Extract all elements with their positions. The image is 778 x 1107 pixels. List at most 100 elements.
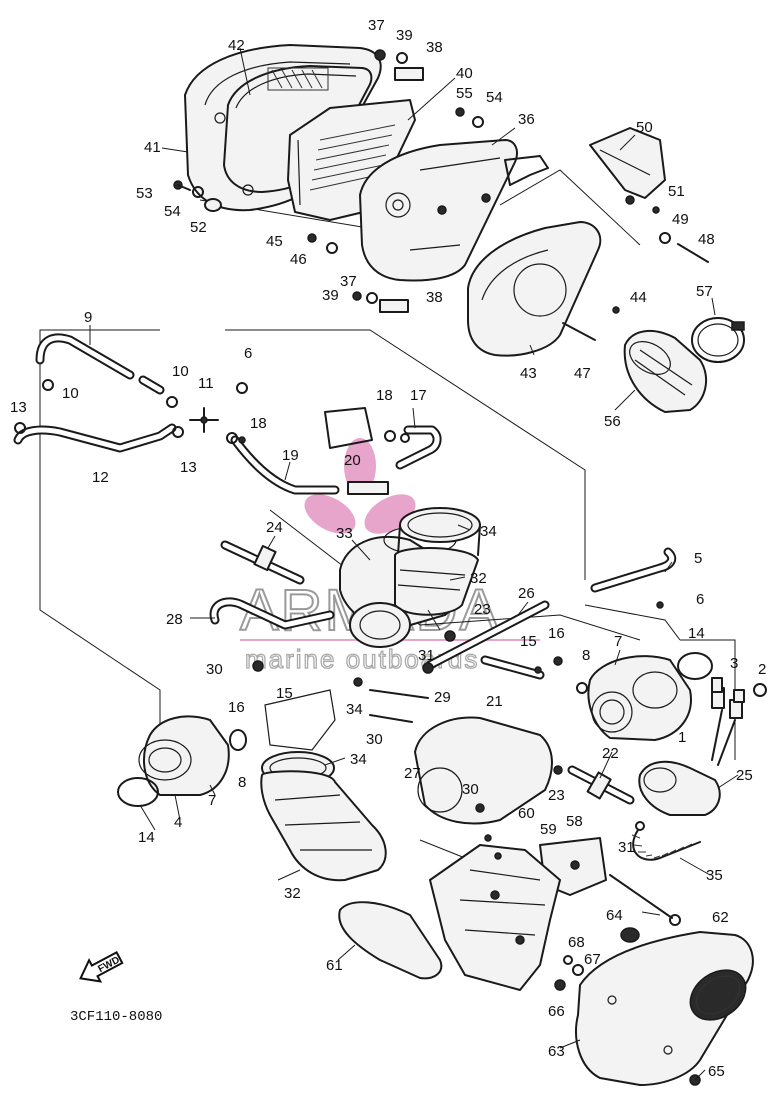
callout-7a: 7: [614, 633, 622, 650]
callout-58: 58: [566, 813, 583, 830]
callout-21: 21: [486, 693, 503, 710]
callout-56: 56: [604, 413, 621, 430]
coil-hose-35: [631, 829, 701, 861]
fuel-filter-20: [347, 481, 389, 495]
drawing-code: 3CF110-8080: [70, 1009, 162, 1025]
manifold-61: [338, 901, 443, 980]
cover-50: [589, 127, 666, 199]
callout-47: 47: [574, 365, 591, 382]
callout-7b: 7: [208, 792, 216, 809]
callout-5: 5: [694, 550, 702, 567]
callout-34b: 34: [346, 701, 363, 718]
callout-14a: 14: [688, 625, 705, 642]
callout-53: 53: [136, 185, 153, 202]
callout-18b: 18: [250, 415, 267, 432]
callout-8a: 8: [582, 647, 590, 664]
callout-59: 59: [540, 821, 557, 838]
callout-33: 33: [336, 525, 353, 542]
callout-55: 55: [456, 85, 473, 102]
callout-65: 65: [708, 1063, 725, 1080]
callout-4: 4: [174, 814, 182, 831]
callout-39b: 39: [322, 287, 339, 304]
ring-8-left: [229, 729, 247, 751]
unit-25: [638, 687, 743, 816]
callout-23b: 23: [548, 787, 565, 804]
callout-31a: 31: [418, 647, 435, 664]
callout-32b: 32: [284, 885, 301, 902]
callout-38b: 38: [426, 289, 443, 306]
callout-16b: 16: [228, 699, 245, 716]
callout-62: 62: [712, 909, 729, 926]
duct-56: [623, 329, 708, 413]
callout-6a: 6: [244, 345, 252, 362]
front-arrow-label: FWD: [96, 955, 121, 975]
callout-14b: 14: [138, 829, 155, 846]
callout-52: 52: [190, 219, 207, 236]
callout-27: 27: [404, 765, 421, 782]
carburetor-7: [587, 655, 692, 741]
callout-40: 40: [456, 65, 473, 82]
carb-joint-23: [349, 602, 411, 648]
callout-26: 26: [518, 585, 535, 602]
callout-24: 24: [266, 519, 283, 536]
callout-10a: 10: [62, 385, 79, 402]
ring-14-right: [677, 652, 713, 680]
callout-34c: 34: [350, 751, 367, 768]
callout-2: 2: [758, 661, 766, 678]
side-cover-63: [575, 931, 754, 1086]
callout-51: 51: [668, 183, 685, 200]
callout-22: 22: [602, 745, 619, 762]
callout-36: 36: [518, 111, 535, 128]
callout-54b: 54: [486, 89, 503, 106]
callout-50: 50: [636, 119, 653, 136]
bolts-29-30: [252, 630, 456, 723]
callout-34a: 34: [480, 523, 497, 540]
callout-13b: 13: [180, 459, 197, 476]
callout-9: 9: [84, 309, 92, 326]
callout-8b: 8: [238, 774, 246, 791]
callout-15b: 15: [276, 685, 293, 702]
callout-43: 43: [520, 365, 537, 382]
callout-64: 64: [606, 907, 623, 924]
callout-15a: 15: [520, 633, 537, 650]
callout-30a: 30: [206, 661, 223, 678]
plate-20: [324, 407, 373, 449]
callout-32a: 32: [470, 570, 487, 587]
callout-3: 3: [730, 655, 738, 672]
bolt-62: [609, 874, 681, 926]
callout-30c: 30: [462, 781, 479, 798]
callout-37b: 37: [340, 273, 357, 290]
joint-34-top: [397, 507, 481, 556]
callout-30b: 30: [366, 731, 383, 748]
callout-48: 48: [698, 231, 715, 248]
joint-32-top: [394, 547, 479, 616]
callout-61: 61: [326, 957, 343, 974]
pipe-22: [567, 765, 635, 805]
carburetor-4-left: [138, 715, 230, 796]
callout-42: 42: [228, 37, 245, 54]
callout-13a: 13: [10, 399, 27, 416]
small-parts-right: [238, 436, 767, 831]
clips-small: [14, 379, 410, 444]
callout-6b: 6: [696, 591, 704, 608]
callout-46: 46: [290, 251, 307, 268]
callout-67: 67: [584, 951, 601, 968]
watermark-logo-icon: [304, 438, 416, 534]
callout-29: 29: [434, 689, 451, 706]
callout-labels: 1 2 3 4 5 6 6 7 7 8 8 9 10 10 11 12 13 1…: [10, 17, 766, 1080]
callout-25: 25: [736, 767, 753, 784]
cover-outline-left: [264, 689, 336, 751]
callout-28: 28: [166, 611, 183, 628]
callout-41: 41: [144, 139, 161, 156]
callout-31b: 31: [618, 839, 635, 856]
callout-23a: 23: [474, 601, 491, 618]
fasteners-top: [173, 49, 709, 341]
joint-32-lower: [260, 770, 387, 882]
front-direction-arrow-icon: FWD: [79, 951, 124, 983]
pipe-26-21: [425, 600, 550, 680]
callout-12: 12: [92, 469, 109, 486]
callout-38a: 38: [426, 39, 443, 56]
callout-35: 35: [706, 867, 723, 884]
callout-18a: 18: [376, 387, 393, 404]
